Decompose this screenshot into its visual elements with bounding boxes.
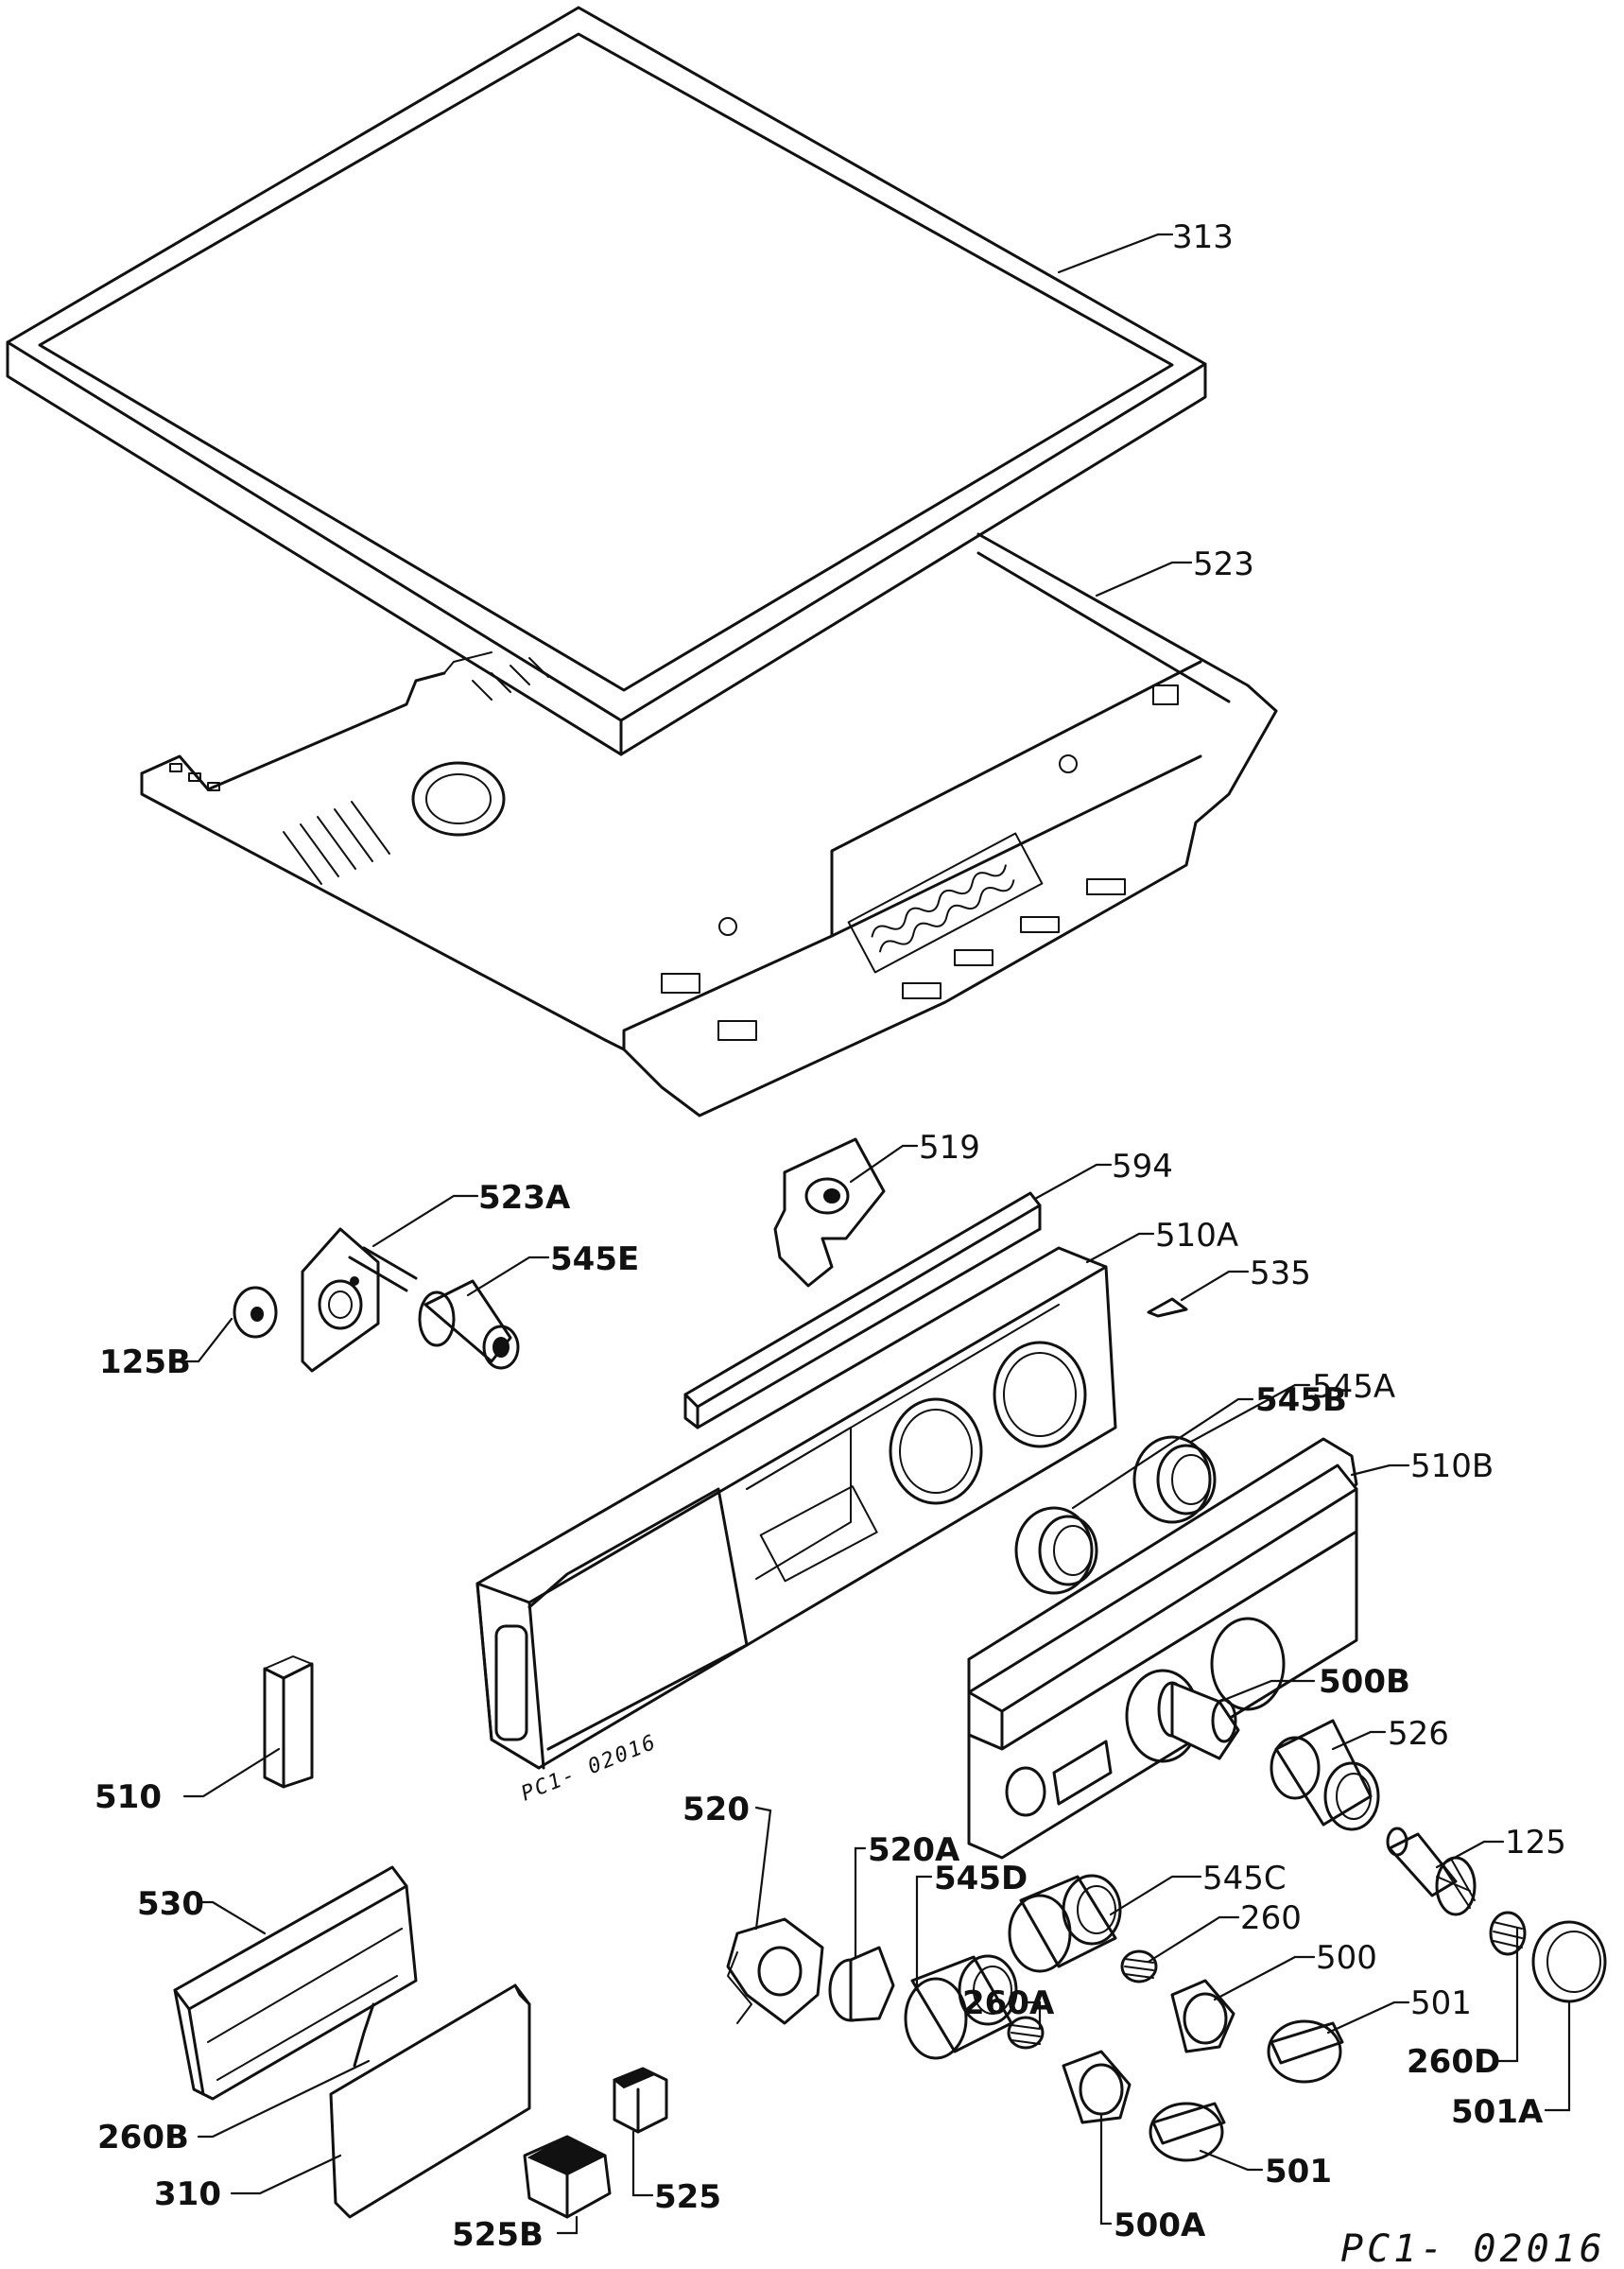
label-500: 500 xyxy=(1316,1939,1377,1977)
part-520a-gear xyxy=(828,1946,895,2022)
label-519: 519 xyxy=(919,1129,980,1167)
label-545d: 545D xyxy=(934,1860,1028,1897)
label-510a: 510A xyxy=(1155,1217,1238,1255)
part-525-button xyxy=(613,2067,668,2134)
label-523: 523 xyxy=(1193,546,1254,583)
label-260d: 260D xyxy=(1407,2043,1500,2081)
label-510: 510 xyxy=(95,1778,162,1816)
label-594: 594 xyxy=(1112,1148,1173,1186)
label-125b: 125B xyxy=(99,1343,191,1381)
label-530: 530 xyxy=(137,1885,204,1923)
label-525: 525 xyxy=(654,2178,721,2216)
label-501a: 501A xyxy=(1451,2093,1544,2131)
drawing-code: PC1- 02016 xyxy=(1340,2227,1606,2269)
part-313-top-cover xyxy=(6,6,1207,756)
label-545a: 545A xyxy=(1312,1368,1395,1406)
part-260a-spring xyxy=(1007,2016,1045,2050)
label-501-bottom: 501 xyxy=(1265,2153,1332,2191)
label-310: 310 xyxy=(154,2175,221,2213)
label-545b: 545B xyxy=(1255,1381,1347,1419)
part-260b-spring-wire xyxy=(353,2002,375,2068)
part-594-strip xyxy=(683,1191,1042,1429)
part-526-knob xyxy=(1270,1719,1380,1831)
label-526: 526 xyxy=(1388,1715,1449,1753)
label-313: 313 xyxy=(1172,218,1234,256)
label-520a: 520A xyxy=(868,1831,960,1869)
label-260b: 260B xyxy=(97,2119,189,2156)
part-number-labels: 313 523 519 594 523A 545E 510A 535 125B … xyxy=(95,218,1566,2254)
label-523a: 523A xyxy=(478,1179,571,1217)
part-519 xyxy=(773,1137,886,1288)
part-500a-spindle xyxy=(1062,2050,1132,2124)
label-510b: 510B xyxy=(1410,1447,1494,1485)
part-523a-bracket xyxy=(301,1227,418,1373)
part-520-selector xyxy=(726,1917,824,2025)
label-260: 260 xyxy=(1240,1899,1302,1937)
part-510-corner-piece xyxy=(263,1655,314,1789)
part-525b-button-block xyxy=(523,2135,612,2219)
part-545d-knob-body xyxy=(904,1954,1018,2060)
label-501: 501 xyxy=(1410,1984,1472,2022)
part-501a-cap xyxy=(1531,1920,1607,2003)
part-310-cover xyxy=(329,1983,531,2219)
part-260-spring xyxy=(1120,1949,1158,1983)
label-545e: 545E xyxy=(550,1240,639,1278)
leader-lines xyxy=(182,233,1571,2235)
part-545a-bezel xyxy=(1132,1435,1217,1524)
label-500b: 500B xyxy=(1319,1663,1410,1701)
label-500a: 500A xyxy=(1114,2207,1206,2244)
part-500-spindle xyxy=(1170,1979,1235,2053)
label-125: 125 xyxy=(1505,1824,1566,1862)
label-525b: 525B xyxy=(452,2216,544,2254)
part-535 xyxy=(1147,1297,1188,1318)
part-545e-knob xyxy=(418,1279,520,1370)
part-501-knob-top xyxy=(1267,2019,1344,2084)
part-545b-bezel xyxy=(1014,1506,1098,1595)
label-535: 535 xyxy=(1250,1255,1311,1292)
part-530-handle xyxy=(173,1865,418,2101)
part-501-knob-bottom xyxy=(1149,2102,1226,2162)
label-520: 520 xyxy=(682,1791,750,1828)
part-260d-spring xyxy=(1489,1911,1527,1956)
label-545c: 545C xyxy=(1202,1860,1287,1897)
part-523-console-frame xyxy=(140,532,1278,1117)
part-125-shaft xyxy=(1386,1827,1477,1916)
part-125b-plug xyxy=(233,1286,278,1339)
label-260a: 260A xyxy=(962,1984,1055,2022)
